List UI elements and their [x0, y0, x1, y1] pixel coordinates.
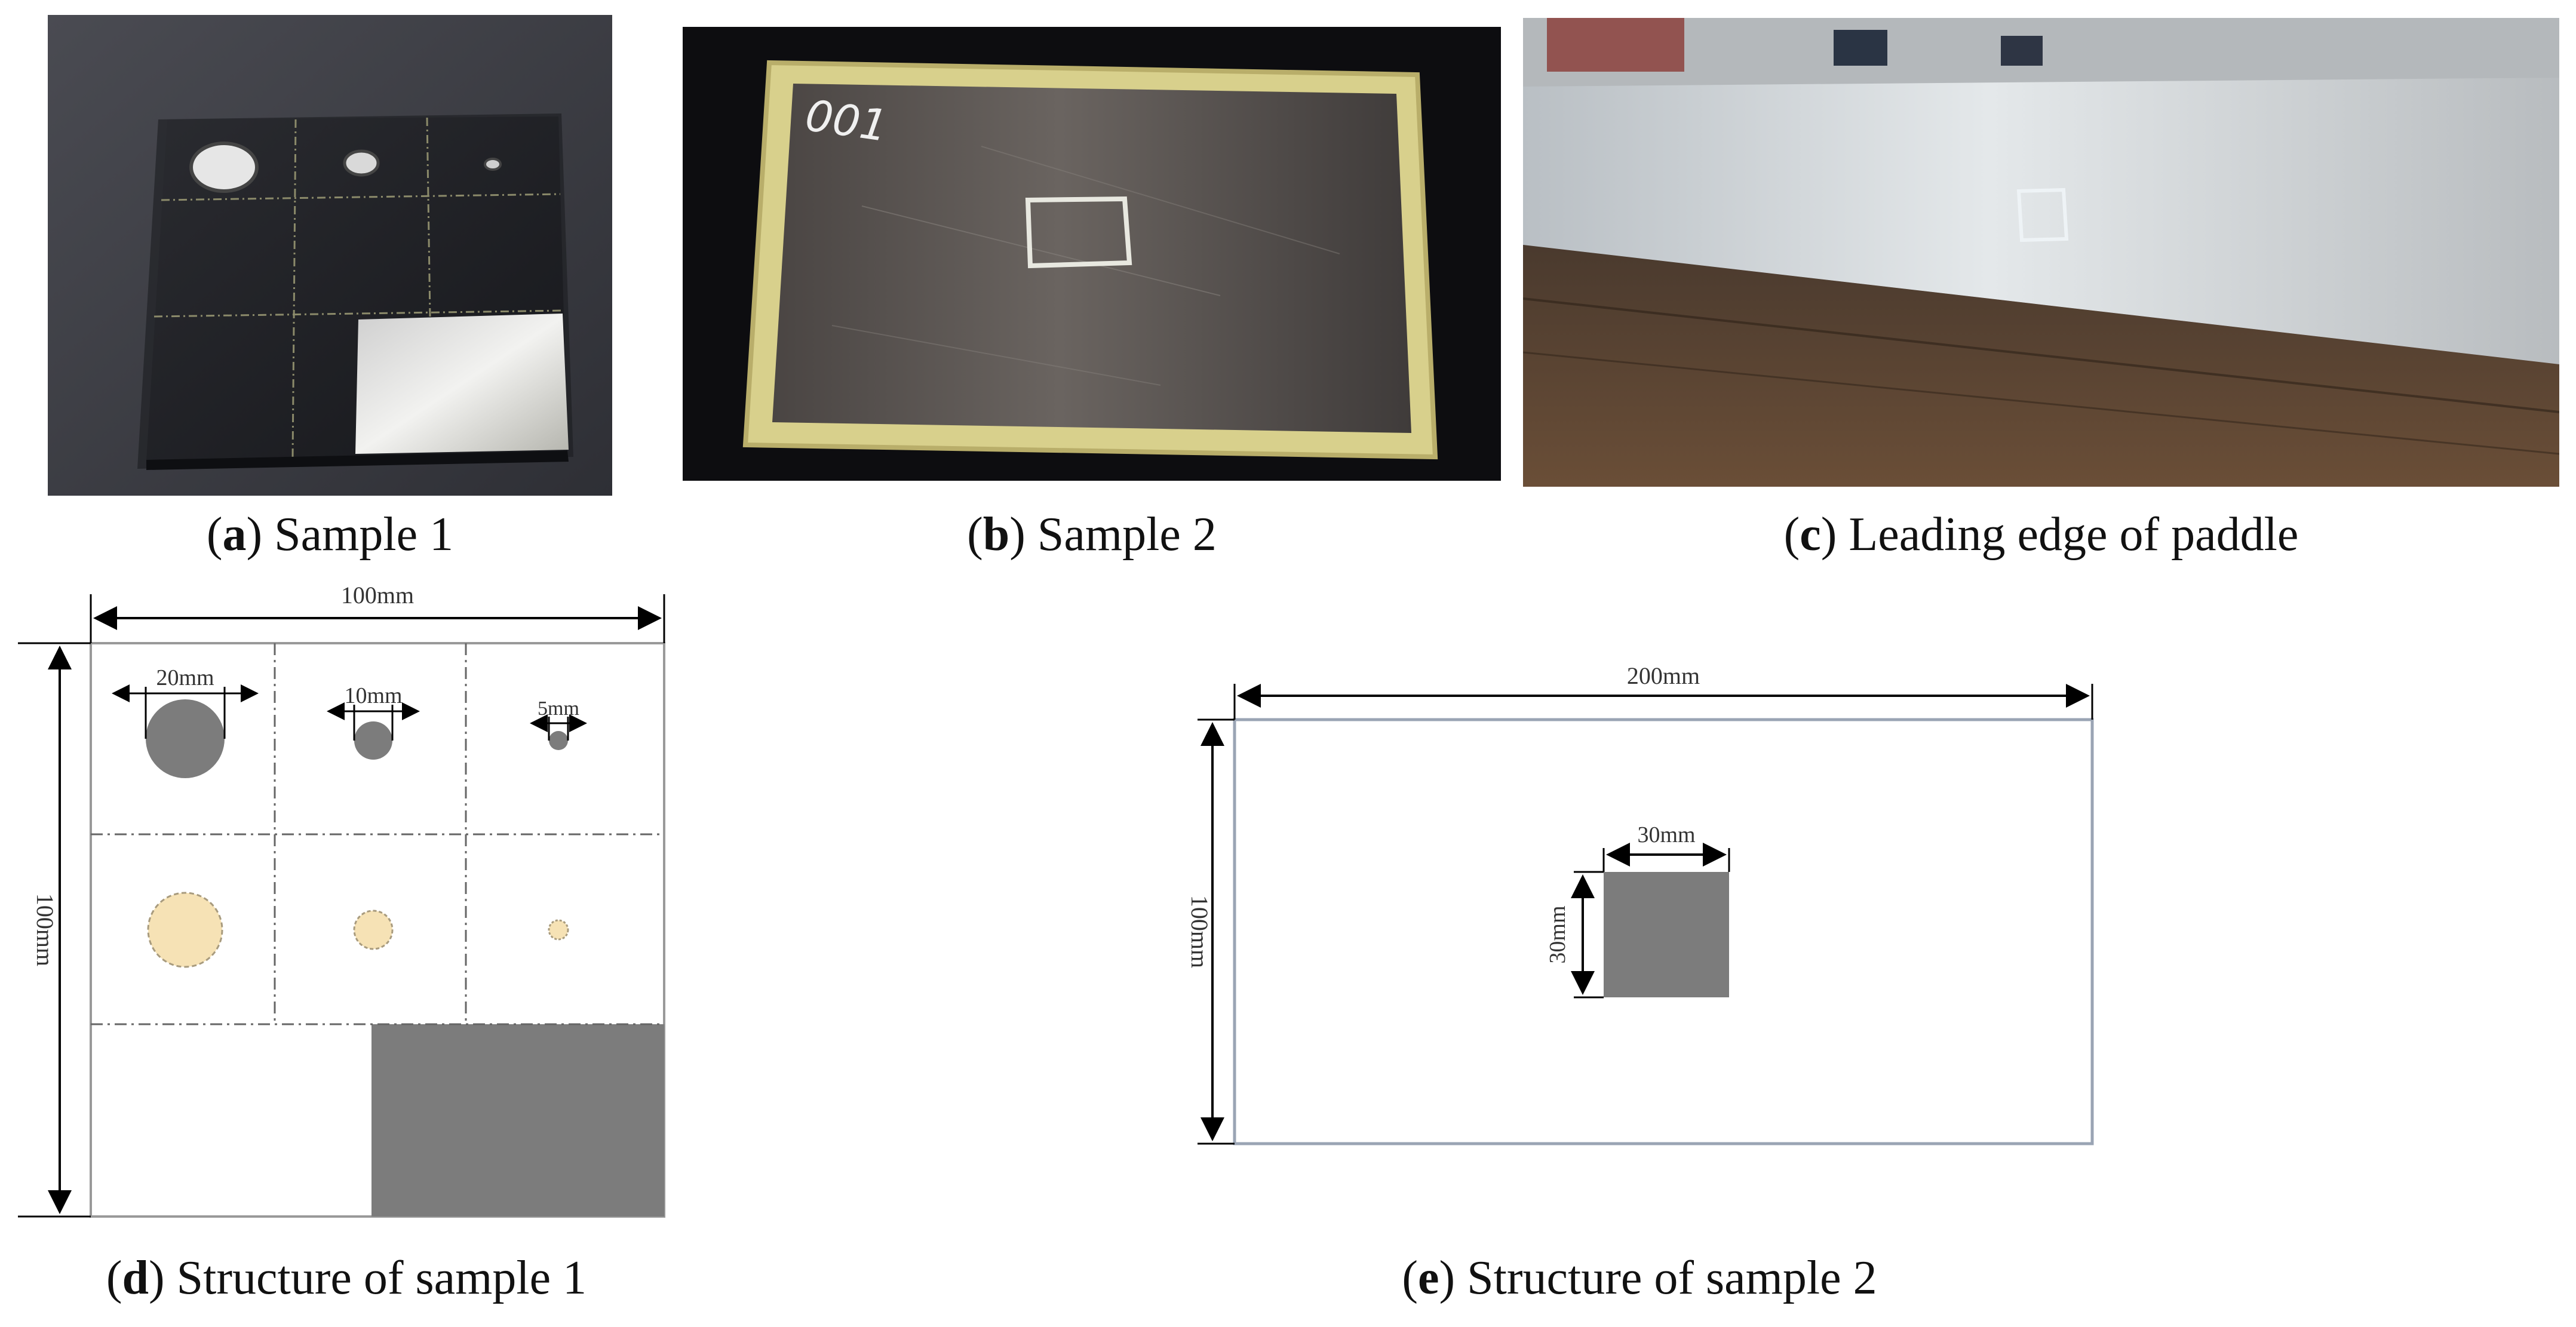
caption-b: (b) Sample 2 — [967, 508, 1217, 561]
caption-e-letter: e — [1418, 1252, 1439, 1304]
caption-b-text: Sample 2 — [1037, 508, 1217, 561]
sample-2-marking: 001 — [802, 90, 891, 151]
caption-c-text: Leading edge of paddle — [1849, 508, 2299, 561]
e-square-width-label: 30mm — [1637, 822, 1695, 847]
photo-paddle-leading-edge — [1523, 18, 2559, 487]
caption-d-letter: d — [122, 1252, 149, 1304]
caption-a-letter: a — [222, 508, 247, 561]
e-width-label: 200mm — [1627, 662, 1700, 689]
diagram-structure-sample-1: 100mm 100mm 20mm 10mm 5mm — [12, 576, 681, 1227]
diagram-structure-sample-2: 200mm 100mm 30mm 30mm — [1174, 648, 2105, 1168]
hole-20mm-label: 20mm — [156, 665, 214, 690]
caption-c-letter: c — [1800, 508, 1821, 561]
photo-sample-2: 001 — [683, 27, 1501, 481]
caption-b-letter: b — [982, 508, 1010, 561]
caption-e-text: Structure of sample 2 — [1467, 1252, 1877, 1304]
caption-c: (c) Leading edge of paddle — [1783, 508, 2299, 561]
caption-a: (a) Sample 1 — [206, 508, 454, 561]
dimension-width-label: 100mm — [341, 582, 414, 609]
caption-e: (e) Structure of sample 2 — [1402, 1252, 1877, 1304]
caption-d: (d) Structure of sample 1 — [106, 1252, 587, 1304]
hole-5mm-label: 5mm — [538, 698, 579, 720]
dimension-height-label: 100mm — [32, 893, 59, 966]
photo-sample-1 — [48, 15, 612, 496]
hole-10mm-label: 10mm — [344, 683, 402, 708]
caption-d-text: Structure of sample 1 — [176, 1252, 587, 1304]
e-height-label: 100mm — [1186, 895, 1213, 968]
e-square-height-label: 30mm — [1545, 905, 1570, 963]
caption-a-text: Sample 1 — [274, 508, 454, 561]
